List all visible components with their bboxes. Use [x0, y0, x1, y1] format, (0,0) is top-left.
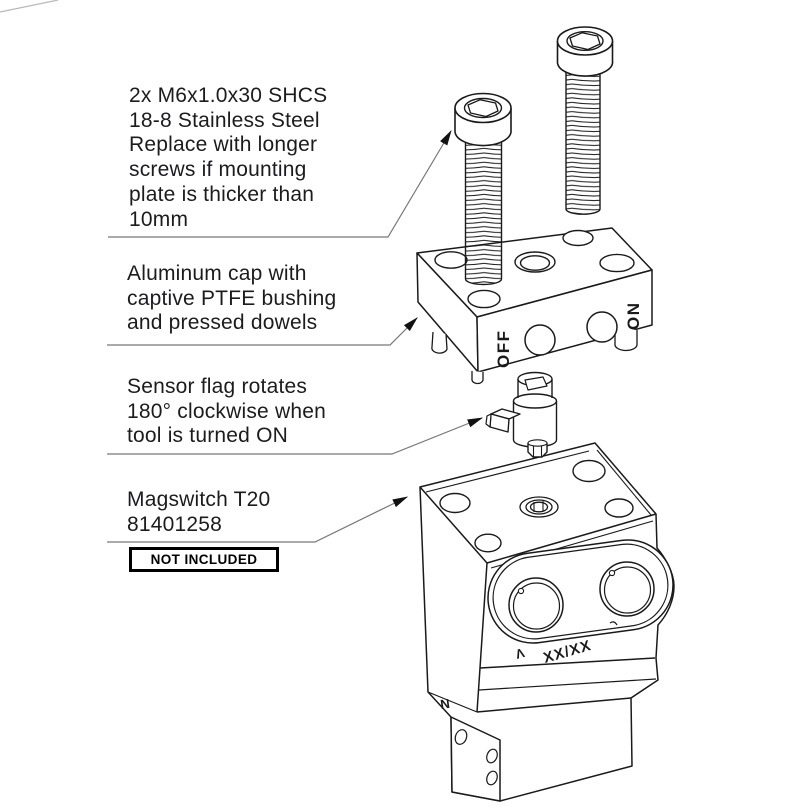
aluminum-cap — [416, 227, 653, 385]
cap-dowel-pins — [431, 328, 638, 385]
sensor-flag — [485, 371, 558, 458]
screw-right-hex-socket — [569, 32, 601, 51]
cap-front-face — [476, 269, 653, 373]
body-partial-stamp — [609, 621, 618, 626]
leader-cap — [107, 317, 418, 346]
flag-square-socket — [524, 376, 548, 391]
not-included-badge: NOT INCLUDED — [129, 547, 279, 572]
screw-right — [556, 26, 614, 215]
callout-sensor-flag: Sensor flag rotates 180° clockwise when … — [127, 375, 326, 448]
leader-sensor-flag — [107, 417, 484, 455]
cap-top-holes — [434, 229, 635, 309]
screw-left-hex-socket — [467, 99, 499, 118]
cap-off-marking: OFF — [494, 330, 513, 369]
callout-magswitch: Magswitch T20 81401258 — [127, 488, 271, 536]
cap-front-hole-right — [586, 311, 618, 343]
body-center-hole — [519, 496, 559, 518]
screw-left — [454, 92, 512, 286]
cropped-corner-line — [0, 0, 59, 13]
leader-magswitch — [107, 496, 409, 543]
screw-left-thread — [464, 140, 503, 286]
callout-cap: Aluminum cap with captive PTFE bushing a… — [127, 262, 337, 335]
cap-on-marking: ON — [624, 302, 643, 331]
flag-hex-peg — [527, 443, 548, 458]
body-pole-marking: N — [439, 696, 450, 712]
leader-lines — [107, 129, 484, 543]
leader-screws — [108, 129, 452, 238]
cap-front-hole-left — [524, 324, 556, 356]
magswitch-body — [419, 442, 675, 802]
callout-screws: 2x M6x1.0x30 SHCS 18-8 Stainless Steel R… — [129, 84, 328, 231]
screw-right-thread — [565, 70, 601, 215]
body-oval-boss — [487, 539, 674, 644]
body-top-holes — [439, 459, 634, 553]
body-foot-holes — [454, 729, 498, 786]
